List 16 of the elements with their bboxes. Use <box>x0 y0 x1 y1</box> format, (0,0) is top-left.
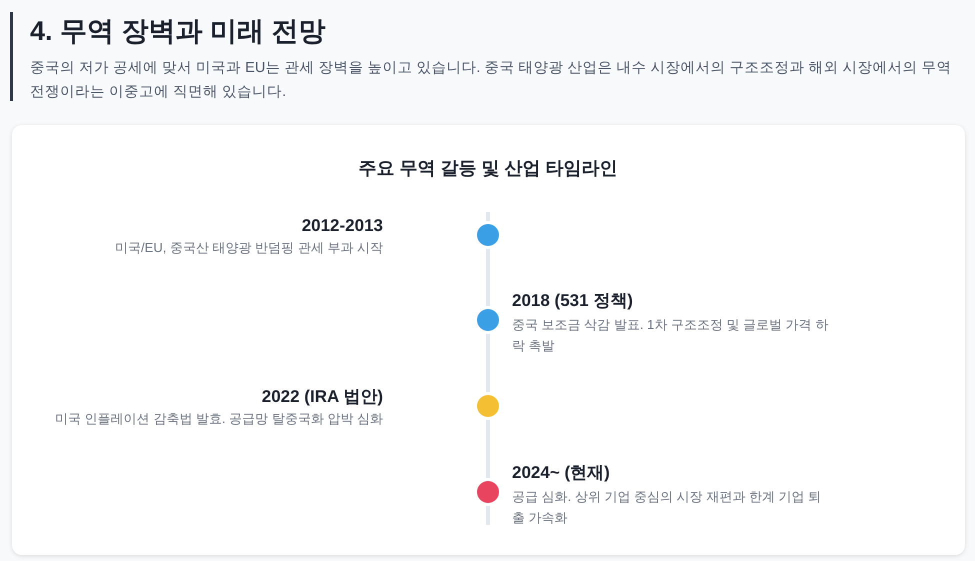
intro-text: 중국의 저가 공세에 맞서 미국과 EU는 관세 장벽을 높이고 있습니다. 중국 태양광 산업은 내수 시장에서의 구조조정과 해외 시장에서의 무역 전쟁이라는 이중고에 직면해 있습니다. <box>30 59 953 102</box>
event-text: 공급 심화. 상위 기업 중심의 시장 재편과 한계 기업 퇴출 가속화 <box>512 488 822 527</box>
timeline-dot <box>477 481 499 503</box>
event-year: 2018 (531 정책) <box>512 290 633 312</box>
event-text: 미국/EU, 중국산 태양광 반덤핑 관세 부과 시작 <box>115 239 383 257</box>
timeline-dot <box>477 309 499 331</box>
event-text: 중국 보조금 삭감 발표. 1차 구조조정 및 글로벌 가격 하락 촉발 <box>512 316 830 355</box>
event-text: 미국 인플레이션 감축법 발효. 공급망 탈중국화 압박 심화 <box>55 410 383 428</box>
timeline-dot <box>477 395 499 417</box>
event-year: 2024~ (현재) <box>512 462 610 484</box>
card <box>12 125 965 555</box>
card-title: 주요 무역 갈등 및 산업 타임라인 <box>358 157 618 180</box>
timeline-dot <box>477 224 499 246</box>
event-year: 2022 (IRA 법안) <box>262 386 383 408</box>
page-title: 4. 무역 장벽과 미래 전망 <box>30 15 326 48</box>
event-year: 2012-2013 <box>302 215 383 237</box>
